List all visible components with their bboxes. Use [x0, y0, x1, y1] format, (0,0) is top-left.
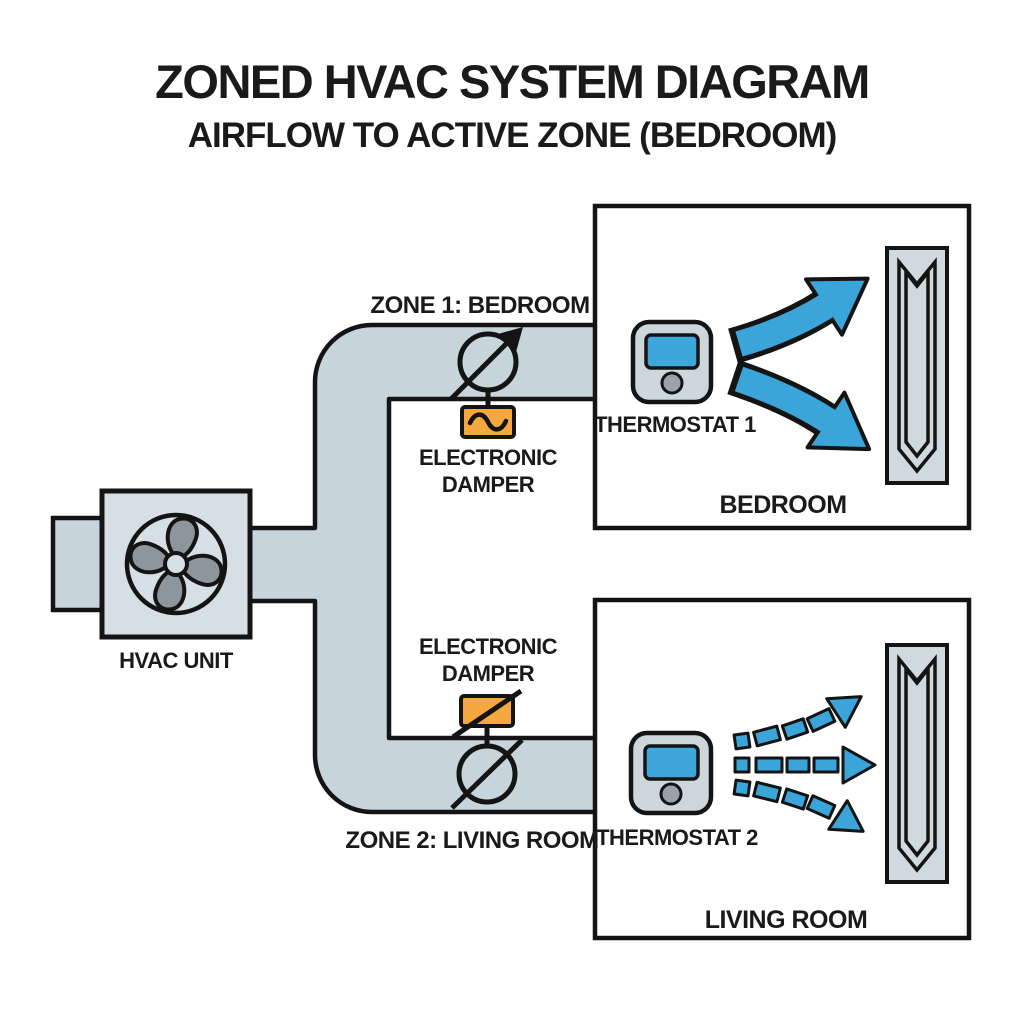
- thermostat-screen: [643, 744, 700, 781]
- zone2-label: ZONE 2: LIVING ROOM: [345, 827, 598, 854]
- intake-duct: [50, 515, 108, 613]
- living-room-label: LIVING ROOM: [705, 906, 868, 934]
- page-title: ZONED HVAC SYSTEM DIAGRAM: [155, 55, 869, 108]
- bedroom-label: BEDROOM: [719, 491, 846, 519]
- zone2-damper-label-line1: ELECTRONIC: [419, 634, 558, 659]
- thermostat-button: [659, 782, 683, 806]
- zone1-damper-open-icon: [449, 327, 523, 439]
- sine-wave-icon: [467, 412, 509, 432]
- living-room-airflow-dashed-arrows-icon: [732, 695, 877, 833]
- thermostat-1-icon: [630, 319, 714, 405]
- hvac-unit-label: HVAC UNIT: [119, 648, 234, 673]
- thermostat-1-label: THERMOSTAT 1: [594, 412, 756, 437]
- living-room-vent-icon: [885, 643, 949, 884]
- bedroom-airflow-arrow-up-icon: [727, 276, 870, 364]
- zone2-damper-closed-icon: [450, 688, 524, 810]
- zone1-damper-label-line2: DAMPER: [442, 472, 535, 497]
- thermostat-screen: [644, 333, 700, 370]
- zone2-damper-label-line2: DAMPER: [442, 661, 535, 686]
- fan-icon: [124, 512, 228, 616]
- zone1-damper-label-line1: ELECTRONIC: [419, 445, 558, 470]
- page-subtitle: AIRFLOW TO ACTIVE ZONE (BEDROOM): [188, 116, 837, 155]
- bedroom-airflow-arrow-down-icon: [727, 359, 872, 452]
- thermostat-2-icon: [628, 730, 714, 816]
- thermostat-2-label: THERMOSTAT 2: [596, 825, 758, 850]
- bedroom-vent-icon: [885, 246, 949, 485]
- duct-network: [247, 322, 600, 815]
- thermostat-button: [660, 371, 684, 395]
- zone1-label: ZONE 1: BEDROOM: [370, 292, 589, 319]
- fan-blades: [128, 516, 224, 612]
